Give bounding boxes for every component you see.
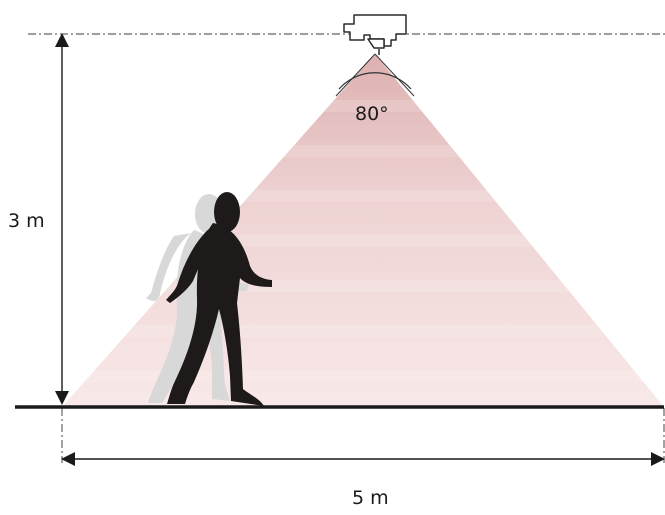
width-dimension bbox=[61, 408, 665, 466]
detection-angle-label: 80° bbox=[355, 103, 389, 125]
coverage-width-label: 5 m bbox=[352, 487, 389, 509]
person-figure bbox=[166, 192, 272, 406]
motion-sensor-icon bbox=[343, 14, 407, 55]
mounting-height-label: 3 m bbox=[8, 210, 45, 232]
detection-angle-arc bbox=[335, 53, 415, 97]
